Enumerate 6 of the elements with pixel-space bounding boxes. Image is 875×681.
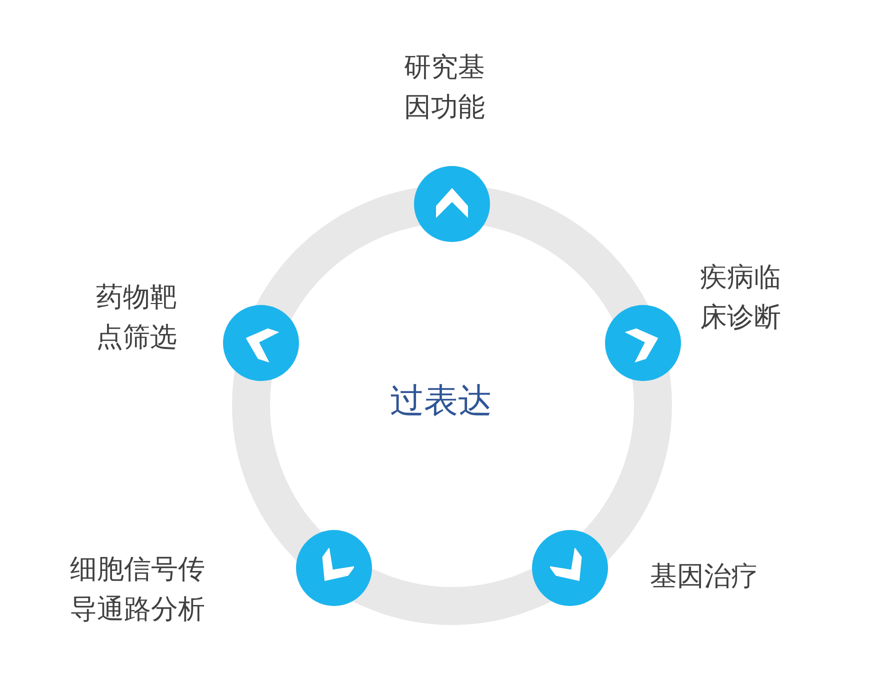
center-label: 过表达: [390, 378, 492, 424]
caption-text: 基因治疗: [650, 560, 759, 594]
caption-text: 研究基因功能: [404, 51, 486, 125]
caption-text: 疾病临床诊断: [700, 261, 782, 335]
caption-text: 细胞信号传导通路分析: [70, 553, 206, 627]
caption-text: 药物靶点筛选: [96, 281, 178, 355]
